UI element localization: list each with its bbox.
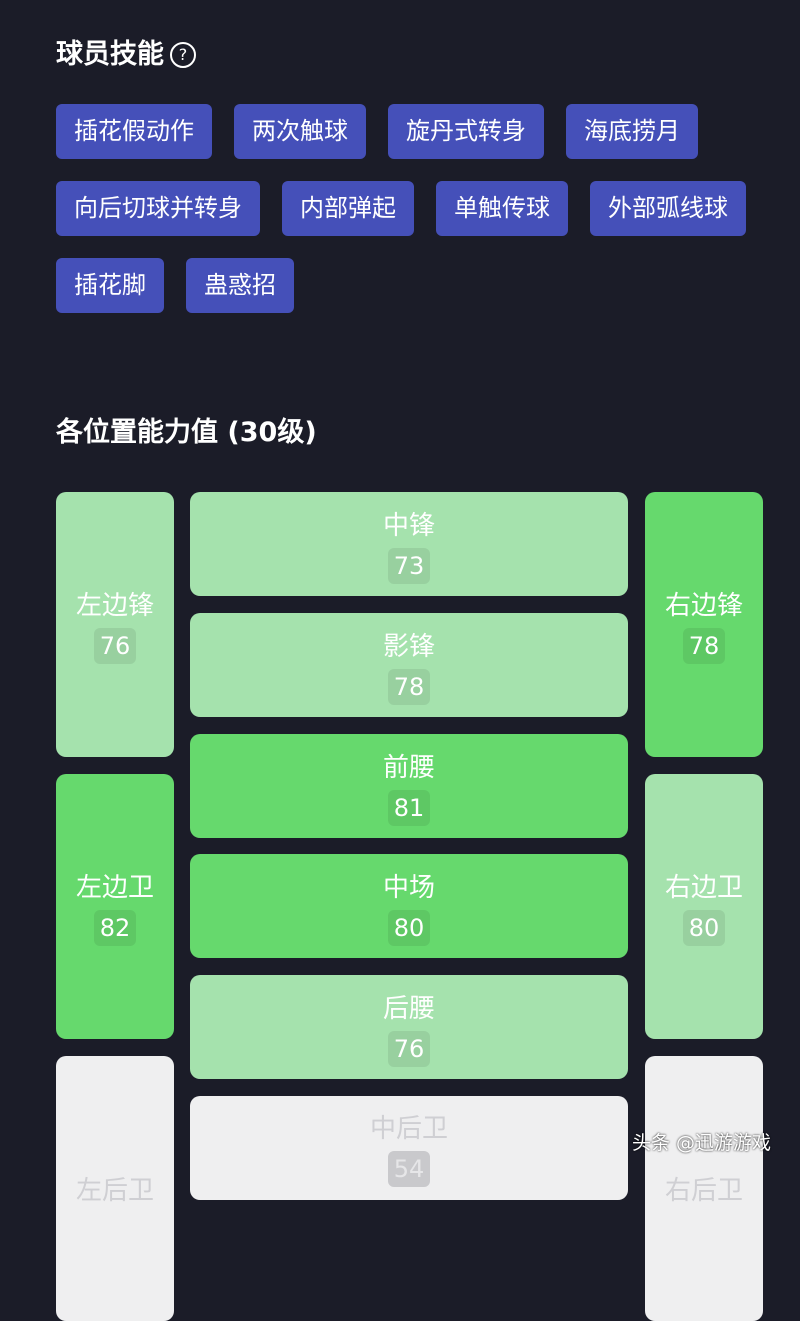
position-label: 中场	[382, 872, 435, 903]
position-cdm[interactable]: 后腰 76	[190, 975, 628, 1079]
position-label: 左边锋	[75, 591, 154, 621]
position-rating: 76	[387, 1030, 431, 1067]
skill-chip[interactable]: 插花假动作	[56, 104, 212, 159]
position-cb[interactable]: 中后卫 54	[190, 1096, 628, 1200]
position-rating: 73	[387, 547, 431, 584]
position-label: 右边卫	[664, 873, 743, 903]
watermark: 头条 @迅游游戏	[632, 1132, 772, 1154]
skills-title-text: 球员技能	[56, 39, 164, 70]
position-rating: 54	[387, 1151, 431, 1187]
position-rating: 78	[682, 628, 726, 664]
position-rating: 82	[93, 910, 137, 946]
position-rcb[interactable]: 右后卫	[645, 1056, 763, 1321]
skills-title: 球员技能?	[56, 32, 196, 71]
skill-chip[interactable]: 两次触球	[234, 104, 366, 159]
position-label: 左边卫	[75, 873, 154, 903]
position-st[interactable]: 中锋 73	[190, 492, 628, 596]
skill-chip[interactable]: 外部弧线球	[590, 181, 746, 236]
skill-chip[interactable]: 蛊惑招	[186, 258, 294, 313]
position-label: 右后卫	[664, 1176, 743, 1206]
skill-chip[interactable]: 插花脚	[56, 258, 164, 313]
position-rating: 80	[387, 909, 431, 946]
position-label: 右边锋	[664, 591, 743, 621]
position-cam[interactable]: 前腰 81	[190, 734, 628, 838]
skill-chip[interactable]: 内部弹起	[282, 181, 414, 236]
skill-chip[interactable]: 海底捞月	[566, 104, 698, 159]
position-cm[interactable]: 中场 80	[190, 854, 628, 958]
position-lb[interactable]: 左边卫 82	[56, 774, 174, 1039]
skill-chip[interactable]: 单触传球	[436, 181, 568, 236]
position-rating: 76	[93, 628, 137, 664]
skill-list: 插花假动作 两次触球 旋丹式转身 海底捞月 向后切球并转身 内部弹起 单触传球 …	[56, 104, 776, 313]
position-label: 后腰	[382, 993, 435, 1024]
position-cf[interactable]: 影锋 78	[190, 613, 628, 717]
position-label: 中后卫	[369, 1114, 448, 1144]
position-rating: 80	[682, 910, 726, 946]
positions-title: 各位置能力值 (30级)	[56, 417, 317, 448]
position-rating: 78	[387, 668, 431, 705]
position-rw[interactable]: 右边锋 78	[645, 492, 763, 757]
position-rb[interactable]: 右边卫 80	[645, 774, 763, 1039]
position-label: 左后卫	[75, 1176, 154, 1206]
position-label: 前腰	[382, 752, 435, 783]
position-label: 影锋	[382, 631, 435, 662]
skill-chip[interactable]: 向后切球并转身	[56, 181, 260, 236]
position-rating: 81	[387, 789, 431, 826]
help-icon[interactable]: ?	[170, 42, 196, 68]
position-lw[interactable]: 左边锋 76	[56, 492, 174, 757]
position-lcb[interactable]: 左后卫	[56, 1056, 174, 1321]
skill-chip[interactable]: 旋丹式转身	[388, 104, 544, 159]
position-label: 中锋	[382, 510, 435, 541]
